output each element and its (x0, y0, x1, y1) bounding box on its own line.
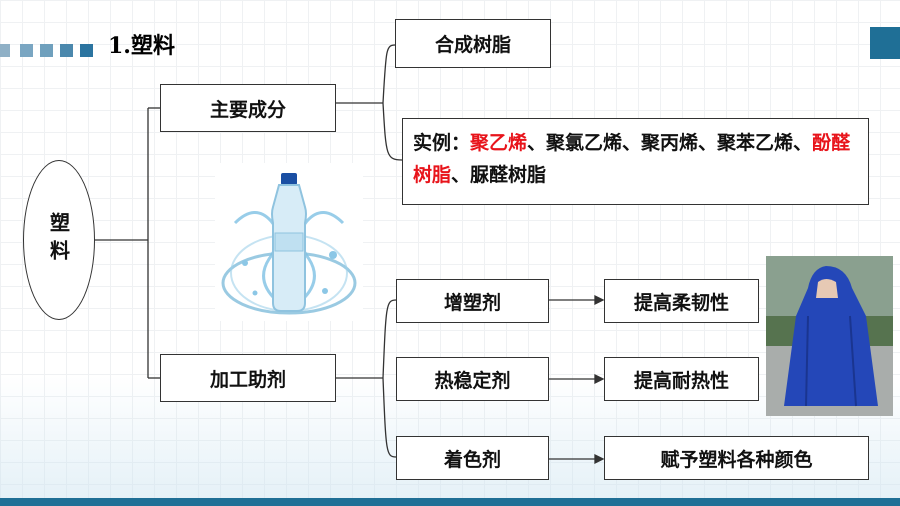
flexibility-effect-node: 提高柔韧性 (604, 279, 759, 323)
colorant-label: 着色剂 (443, 448, 501, 471)
corner-accent (870, 27, 900, 59)
flexibility-effect-label: 提高柔韧性 (633, 291, 729, 314)
plasticizer-node: 增塑剂 (396, 279, 549, 323)
synthetic-resin-label: 合成树脂 (434, 34, 511, 56)
root-node: 塑料 (23, 160, 95, 320)
bottom-accent-bar (0, 498, 900, 506)
page-title: 1.塑料 (108, 33, 175, 59)
example-box: 实例：聚乙烯、聚氯乙烯、聚丙烯、聚苯乙烯、酚醛树脂、脲醛树脂 (402, 118, 869, 205)
example-middle: 聚氯乙烯、聚丙烯、聚苯乙烯、 (546, 132, 813, 154)
example-prefix: 实例： (413, 132, 471, 154)
heat-resistance-effect-label: 提高耐热性 (633, 369, 729, 392)
main-component-label: 主要成分 (209, 98, 286, 121)
example-separator: 、 (527, 132, 547, 154)
color-effect-node: 赋予塑料各种颜色 (604, 436, 869, 480)
additive-label: 加工助剂 (209, 368, 286, 391)
root-node-label: 塑料 (46, 212, 71, 268)
heat-stabilizer-label: 热稳定剂 (434, 369, 511, 392)
synthetic-resin-node: 合成树脂 (395, 19, 551, 68)
deco-square (20, 44, 33, 57)
deco-square (0, 44, 10, 57)
raincoat-photo (766, 256, 893, 416)
heat-stabilizer-node: 热稳定剂 (396, 357, 549, 401)
main-component-node: 主要成分 (160, 84, 336, 132)
color-effect-label: 赋予塑料各种颜色 (660, 448, 813, 471)
deco-square (40, 44, 53, 57)
example-suffix: 、脲醛树脂 (451, 164, 547, 186)
example-phenolic-resin: 酚醛树脂 (413, 132, 851, 186)
example-polyethylene: 聚乙烯 (470, 132, 528, 154)
deco-square (80, 44, 93, 57)
heat-resistance-effect-node: 提高耐热性 (604, 357, 759, 401)
water-bottle-image (215, 163, 363, 321)
plasticizer-label: 增塑剂 (443, 291, 501, 314)
deco-square (60, 44, 73, 57)
colorant-node: 着色剂 (396, 436, 549, 480)
additive-node: 加工助剂 (160, 354, 336, 402)
